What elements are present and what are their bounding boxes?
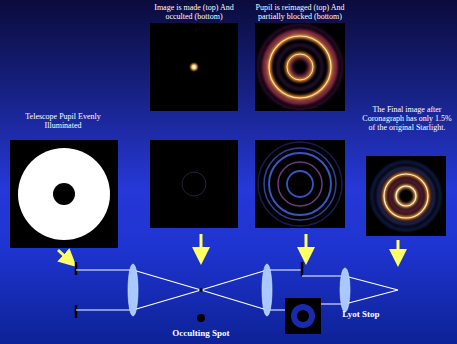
focal-occulter	[199, 288, 203, 292]
pointer-arrows	[58, 234, 398, 261]
panel-caption: The Final image after Coronagraph has on…	[360, 105, 454, 133]
panel-caption: Pupil is reimaged (top) And partially bl…	[244, 3, 356, 21]
part-label: Lyot Stop	[326, 309, 396, 319]
reimaged-pupil-panel	[255, 23, 345, 111]
occulted-panel	[150, 140, 238, 228]
image-panel	[150, 23, 238, 111]
blocked-pupil-panel	[255, 140, 345, 228]
occulting-spot-symbol	[197, 314, 205, 322]
panel-caption: Image is made (top) And occulted (bottom…	[140, 3, 248, 21]
final-image-panel	[366, 156, 446, 236]
pupil-panel	[10, 140, 118, 248]
lyot-stop-symbol	[285, 298, 321, 334]
panel-caption: Telescope Pupil Evenly Illuminated	[6, 112, 120, 130]
part-label: Occulting Spot	[156, 328, 246, 338]
